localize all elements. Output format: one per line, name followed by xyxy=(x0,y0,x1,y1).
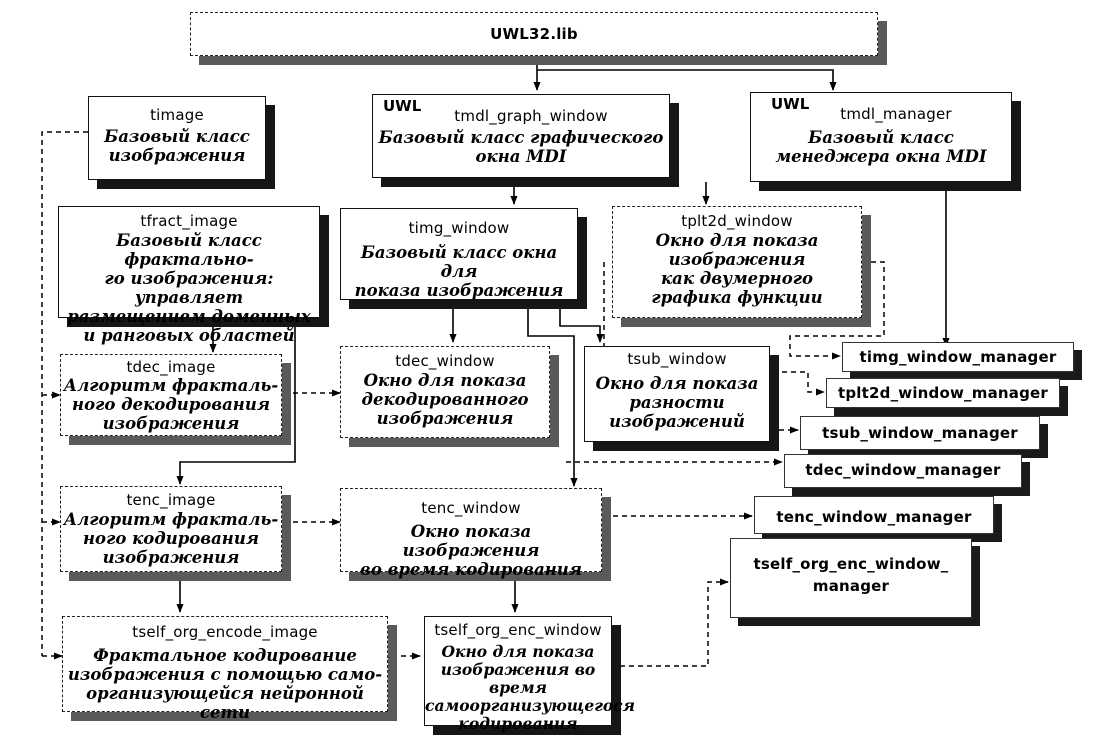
tenc-window-box: tenc_window Окно показа изображения во в… xyxy=(340,488,602,579)
tmdl-manager-uwl-label: UWL xyxy=(771,95,810,113)
edge-timg-to-tsub xyxy=(559,306,604,343)
edge-uwl-to-tmdl-manager xyxy=(537,69,837,91)
tdec-window-desc: Окно для показа декодированного изображе… xyxy=(361,371,529,428)
tsub-window-manager-box: tsub_window_manager xyxy=(800,416,1040,450)
tsub-window-box: tsub_window Окно для показа разности изо… xyxy=(584,346,770,442)
tdec-image-box: tdec_image Алгоритм фракталь- ного декод… xyxy=(60,354,282,436)
tsub-window-desc: Окно для показа разности изображений xyxy=(595,374,759,431)
tmdl-graph-window-desc: Базовый класс графического окна MDI xyxy=(378,128,664,166)
tplt2d-window-manager-label: tplt2d_window_manager xyxy=(837,384,1049,402)
edge-timg-to-tenc-window xyxy=(527,306,578,487)
edge-timage-left-bus xyxy=(41,131,88,656)
tplt2d-window-box: tplt2d_window Окно для показа изображени… xyxy=(612,206,862,318)
timg-window-manager-label: timg_window_manager xyxy=(859,348,1057,366)
tdec-window-title: tdec_window xyxy=(395,352,495,370)
tdec-image-title: tdec_image xyxy=(126,358,216,376)
tplt2d-window-manager-box: tplt2d_window_manager xyxy=(826,378,1060,408)
tdec-window-box: tdec_window Окно для показа декодированн… xyxy=(340,346,550,438)
tself-org-enc-window-title: tself_org_enc_window xyxy=(434,621,602,639)
tenc-window-manager-label: tenc_window_manager xyxy=(776,508,972,526)
timg-window-box: timg_window Базовый класс окна для показ… xyxy=(340,208,578,300)
tmdl-graph-window-uwl-label: UWL xyxy=(383,97,422,115)
tmdl-manager-desc: Базовый класс менеджера окна MDI xyxy=(775,128,987,166)
edge-tplt2d-to-timg-manager xyxy=(789,261,885,360)
tfract-image-box: tfract_image Базовый класс фрактально- г… xyxy=(58,206,320,345)
uwl32-lib-title: UWL32.lib xyxy=(490,25,578,43)
tplt2d-window-title: tplt2d_window xyxy=(681,212,793,230)
tenc-window-manager-box: tenc_window_manager xyxy=(754,496,994,534)
tdec-window-manager-label: tdec_window_manager xyxy=(805,461,1001,479)
tenc-window-desc: Окно показа изображения во время кодиров… xyxy=(360,522,582,579)
timg-window-desc: Базовый класс окна для показа изображени… xyxy=(354,243,564,300)
tmdl-manager-title: tmdl_manager xyxy=(840,105,952,123)
tself-org-enc-window-manager-label: tself_org_enc_window_ manager xyxy=(753,555,949,595)
tenc-window-title: tenc_window xyxy=(421,499,521,517)
tdec-image-desc: Алгоритм фракталь- ного декодирования из… xyxy=(63,376,279,433)
edge-tself-win-to-manager xyxy=(620,578,729,667)
timg-window-title: timg_window xyxy=(408,219,510,237)
tself-org-encode-image-box: tself_org_encode_image Фрактальное кодир… xyxy=(62,616,388,722)
tself-org-enc-window-box: tself_org_enc_window Окно для показа изо… xyxy=(424,616,635,733)
tself-org-encode-image-desc: Фрактальное кодирование изображения с по… xyxy=(67,646,383,722)
tsub-window-manager-label: tsub_window_manager xyxy=(822,424,1018,442)
tdec-window-manager-box: tdec_window_manager xyxy=(784,454,1022,488)
uwl32-lib-box: UWL32.lib xyxy=(190,12,878,56)
tplt2d-window-desc: Окно для показа изображения как двумерно… xyxy=(651,231,823,307)
tmdl-graph-window-title: tmdl_graph_window xyxy=(454,107,608,125)
tmdl-manager-box: UWL tmdl_manager Базовый класс менеджера… xyxy=(750,92,1012,182)
timage-title: timage xyxy=(150,106,204,124)
tenc-image-box: tenc_image Алгоритм фракталь- ного кодир… xyxy=(60,486,282,572)
timg-window-manager-box: timg_window_manager xyxy=(842,342,1074,372)
timage-box: timage Базовый класс изображения xyxy=(88,96,266,180)
tself-org-encode-image-title: tself_org_encode_image xyxy=(132,623,318,641)
tfract-image-title: tfract_image xyxy=(140,212,238,230)
tenc-image-title: tenc_image xyxy=(126,491,216,509)
tfract-image-desc: Базовый класс фрактально- го изображения… xyxy=(67,231,311,345)
tself-org-enc-window-desc: Окно для показа изображения во время сам… xyxy=(425,642,636,733)
edge-tplt2d-to-tplt2d-manager xyxy=(603,262,825,396)
tmdl-graph-window-box: UWL tmdl_graph_window Базовый класс граф… xyxy=(372,94,670,178)
timage-desc: Базовый класс изображения xyxy=(104,127,250,165)
tenc-image-desc: Алгоритм фракталь- ного кодирования изоб… xyxy=(63,510,279,567)
tsub-window-title: tsub_window xyxy=(627,350,727,368)
tself-org-enc-window-manager-box: tself_org_enc_window_ manager xyxy=(730,538,972,618)
